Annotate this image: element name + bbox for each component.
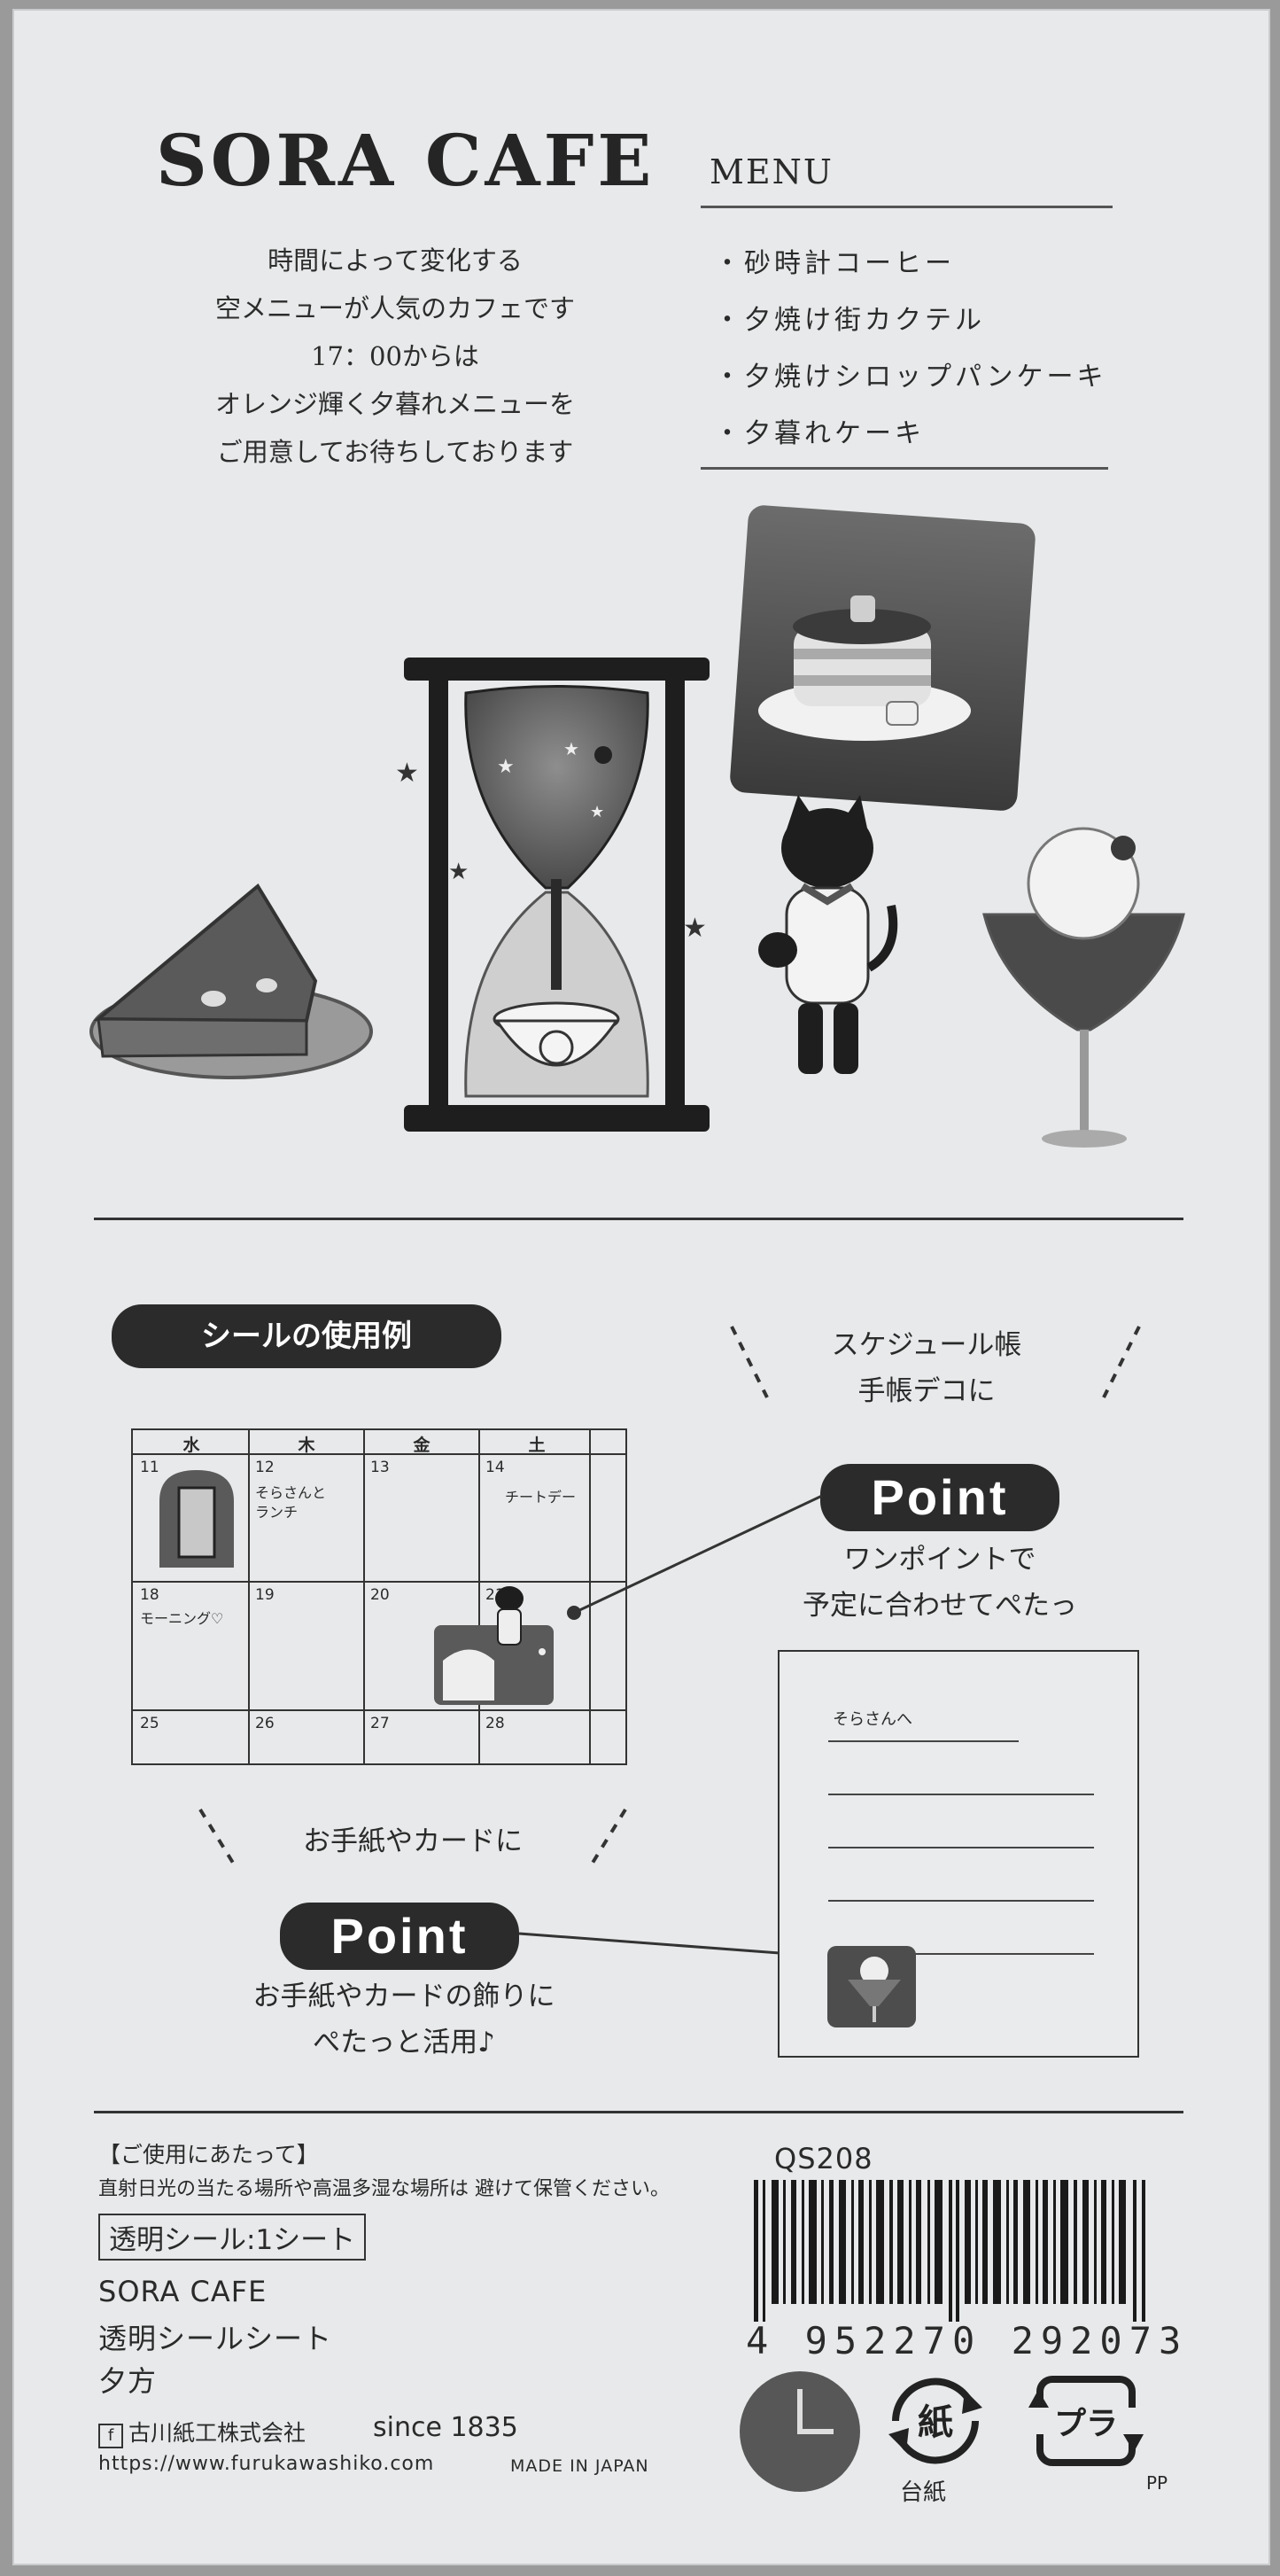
intro-text: 時間によって変化する 空メニューが人気のカフェです 17：00からは オレンジ輝… (147, 237, 643, 476)
svg-text:★: ★ (590, 803, 604, 821)
calendar-day: 25 (140, 1715, 159, 1732)
since-year: since 1835 (373, 2412, 518, 2443)
intro-line: 17：00からは (311, 341, 479, 371)
barcode-icon (754, 2180, 1145, 2322)
brand-text: 古川紙工株式会社 (128, 2420, 306, 2446)
hourglass-sticker-icon (159, 1470, 234, 1568)
cat-window-sticker-icon (434, 1586, 554, 1705)
product-variant: 夕方 (98, 2364, 158, 2398)
svg-text:★: ★ (497, 756, 515, 778)
menu-item: ・砂時計コーヒー (714, 248, 955, 279)
calendar-day: 28 (485, 1715, 505, 1732)
menu-item: ・夕暮れケーキ (714, 418, 925, 449)
calendar-header: 水 (182, 1436, 200, 1455)
svg-text:★: ★ (683, 913, 707, 944)
cake-slice-icon (89, 883, 373, 1079)
plastic-recycle-label: PP (1146, 2472, 1168, 2494)
illustration-group: ★ ★ ★ ★ ★ ★ (89, 505, 1185, 1148)
calendar-day: 18 (140, 1586, 159, 1604)
product-code: QS208 (774, 2142, 873, 2175)
hourglass-coffee-icon: ★ ★ ★ ★ ★ ★ (395, 658, 710, 1132)
cocktail-icon (982, 827, 1185, 1148)
calendar-day: 19 (255, 1586, 275, 1604)
menu-title: MENU (710, 152, 834, 191)
paper-mark-text: 紙 (918, 2402, 953, 2443)
point2-caption: お手紙やカードの飾りに ぺたっと活用♪ (205, 1973, 603, 2066)
svg-text:★: ★ (563, 738, 579, 759)
svg-text:★: ★ (448, 859, 469, 885)
paper-recycle-icon: 紙 (888, 2378, 982, 2464)
letter-greeting: そらさんへ (833, 1710, 912, 1729)
caption-line: スケジュール帳 (831, 1329, 1022, 1361)
menu-item: ・夕焼けシロップパンケーキ (714, 362, 1107, 393)
calendar-day: 20 (370, 1586, 390, 1604)
calendar-day: 27 (370, 1715, 390, 1732)
usage-title-badge: シールの使用例 (112, 1304, 501, 1368)
calendar-day: 14 (485, 1459, 505, 1476)
logo-title: SORA CAFE (156, 119, 656, 202)
usage-note-text: 直射日光の当たる場所や高温多湿な場所は 避けて保管ください。 (98, 2178, 670, 2200)
product-type: 透明シールシート (98, 2322, 333, 2355)
section-divider (94, 1218, 1183, 1220)
product-name: SORA CAFE (98, 2275, 268, 2308)
cat-waiter-icon (758, 795, 898, 1074)
dash-decoration (198, 1808, 627, 1869)
calendar-note: そらさんと ランチ (255, 1484, 327, 1521)
usage-note-heading: 【ご使用にあたって】 (98, 2142, 319, 2167)
caption-line: 予定に合わせてぺたっ (803, 1590, 1077, 1622)
calendar-note: モーニング♡ (140, 1610, 224, 1627)
intro-line: 空メニューが人気のカフェです (214, 293, 575, 323)
intro-line: オレンジ輝く夕暮れメニューを (214, 389, 575, 419)
intro-line: ご用意してお待ちしております (216, 437, 574, 467)
calendar-day: 11 (140, 1459, 159, 1476)
color-indicator-icon (740, 2371, 860, 2492)
menu-item: ・夕焼け街カクテル (714, 305, 985, 336)
calendar-day: 26 (255, 1715, 275, 1732)
letter-caption: お手紙やカードに (303, 1825, 523, 1857)
spec-box: 透明シール:1シート (98, 2214, 367, 2261)
calendar-grid: 水 木 金 土 11 12 13 14 18 19 20 21 25 26 27… (131, 1428, 627, 1765)
point-badge: Point (820, 1464, 1059, 1531)
package-card: SORA CAFE 時間によって変化する 空メニューが人気のカフェです 17：0… (12, 9, 1270, 2565)
menu-top-rule (701, 206, 1113, 208)
pancake-card-icon (730, 505, 1036, 811)
schedule-caption: スケジュール帳 手帳デコに (794, 1322, 1059, 1414)
cocktail-sticker-icon (827, 1946, 916, 2027)
plastic-recycle-icon: プラ (1028, 2376, 1144, 2466)
made-in-label: MADE IN JAPAN (510, 2456, 649, 2476)
menu-bottom-rule (701, 467, 1108, 470)
calendar-header: 土 (528, 1436, 546, 1455)
barcode-number: 4 952270 292073 (746, 2319, 1189, 2362)
point1-caption: ワンポイントで 予定に合わせてぺたっ (741, 1537, 1139, 1629)
calendar-note: チートデー (505, 1489, 577, 1506)
intro-line: 時間によって変化する (268, 245, 523, 276)
website-url: https://www.furukawashiko.com (98, 2453, 435, 2475)
brand-logo-icon: f (98, 2424, 123, 2448)
point-badge: Point (280, 1903, 519, 1970)
paper-recycle-label: 台紙 (900, 2479, 947, 2506)
footer-divider (94, 2111, 1183, 2113)
plastic-mark-text: プラ (1054, 2406, 1118, 2442)
calendar-day: 12 (255, 1459, 275, 1476)
calendar-day: 13 (370, 1459, 390, 1476)
calendar-header: 金 (413, 1436, 431, 1455)
svg-text:★: ★ (395, 758, 419, 789)
caption-line: ワンポイントで (843, 1544, 1036, 1576)
caption-line: ぺたっと活用♪ (313, 2027, 495, 2058)
calendar-header: 木 (298, 1436, 315, 1455)
menu-list: ・砂時計コーヒー ・夕焼け街カクテル ・夕焼けシロップパンケーキ ・夕暮れケーキ (714, 241, 1107, 468)
letter-card: そらさんへ (778, 1650, 1139, 2058)
caption-line: 手帳デコに (857, 1375, 996, 1407)
dash-decoration (730, 1326, 1141, 1398)
caption-line: お手紙やカードの飾りに (252, 1981, 555, 2012)
